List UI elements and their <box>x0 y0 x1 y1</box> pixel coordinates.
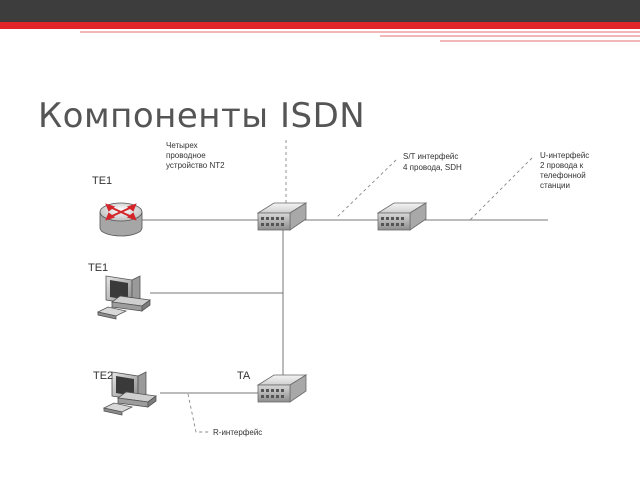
ta-label: TA <box>237 370 251 382</box>
st-marker <box>335 159 397 219</box>
top-stripe-1 <box>80 31 640 33</box>
st-label-line-2: 4 провода, SDH <box>403 163 462 172</box>
top-stripe-2 <box>380 35 640 37</box>
top-bar <box>0 0 640 22</box>
switch-icon-nt2 <box>257 202 307 231</box>
te1-router-label: TE1 <box>92 175 112 187</box>
top-stripe-3 <box>440 40 640 42</box>
u-marker <box>469 157 533 221</box>
te1-pc-label: TE1 <box>88 262 108 274</box>
slide-title: Компоненты ISDN <box>38 96 366 136</box>
r-interface-label: R-интерфейс <box>213 428 262 437</box>
workstation-icon-te1 <box>97 275 151 320</box>
connection-lines <box>140 219 548 394</box>
interface-markers <box>187 140 533 433</box>
u-label-line-3: телефонной <box>540 171 586 180</box>
u-label-line-1: U-интерфейс <box>540 151 589 160</box>
u-label-line-2: 2 провода к <box>540 161 584 170</box>
r-marker <box>187 393 210 433</box>
st-label-line-1: S/T интерфейс <box>403 152 458 161</box>
te2-label: TE2 <box>93 370 113 382</box>
switch-icon-nt1 <box>377 202 427 231</box>
nt2-label-line-3: устройство NT2 <box>166 161 225 170</box>
u-label-line-4: станции <box>540 181 570 190</box>
router-icon <box>99 202 143 237</box>
switch-icon-ta <box>257 374 307 403</box>
nt2-label-line-1: Четырех <box>166 141 198 150</box>
top-accent-bar <box>0 22 640 29</box>
nt2-label-line-2: проводное <box>166 151 206 160</box>
